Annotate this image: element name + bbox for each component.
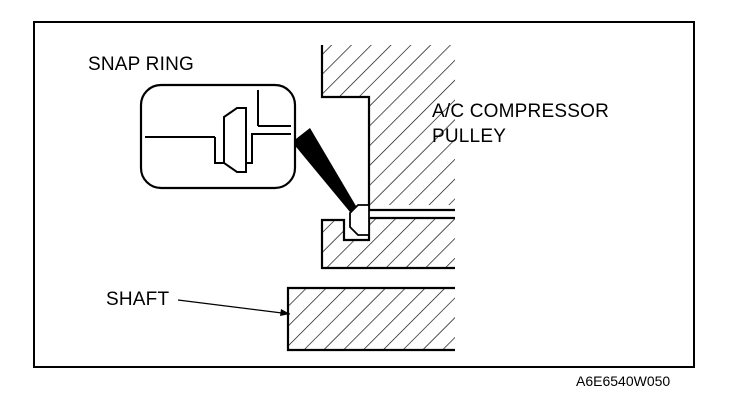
figure-code: A6E6540W050: [576, 373, 671, 389]
shaft-leader: [177, 299, 291, 316]
callout-leader-wedge: [292, 128, 356, 212]
snap-ring-label: SNAP RING: [88, 54, 194, 75]
shaft-label: SHAFT: [106, 289, 170, 310]
compressor-pulley-label-line1: A/C COMPRESSOR: [432, 101, 609, 122]
pulley-section: [320, 45, 455, 270]
figure-frame: [33, 21, 695, 368]
compressor-pulley-label-line2: PULLEY: [432, 126, 507, 147]
shaft-section: [286, 286, 455, 352]
snap-ring-shape: [349, 204, 370, 236]
snap-ring-callout: [139, 83, 297, 190]
